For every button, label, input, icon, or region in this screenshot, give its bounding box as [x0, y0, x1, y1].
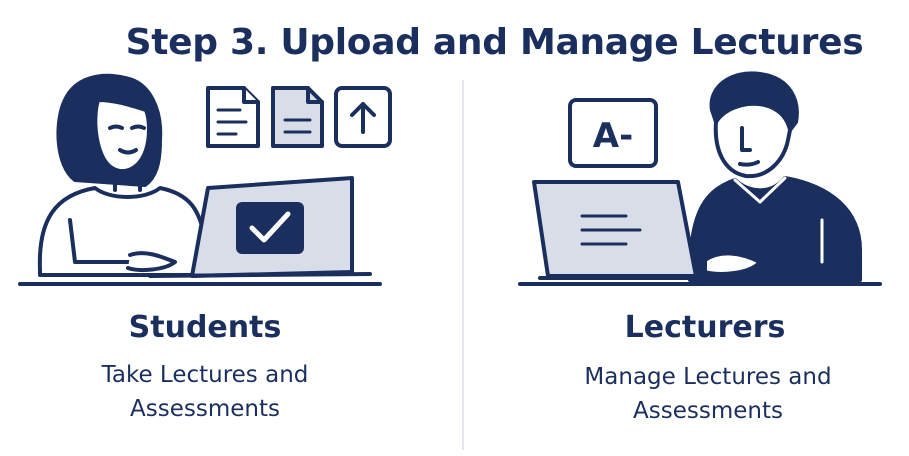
- student-illustration: [18, 73, 392, 286]
- document-icon: [206, 86, 260, 148]
- upload-icon: [334, 86, 392, 148]
- students-description: Take Lectures and Assessments: [101, 362, 309, 422]
- document-icon: [271, 86, 324, 148]
- students-heading: Students: [128, 310, 282, 345]
- checkmark-icon: [236, 202, 304, 254]
- lecturer-face: [713, 101, 792, 179]
- lecturers-heading: Lecturers: [624, 310, 786, 345]
- student-face: [93, 98, 151, 174]
- grade-card: [568, 98, 658, 168]
- student-body: [37, 186, 207, 277]
- lecturers-description: Manage Lectures and Assessments: [584, 364, 832, 424]
- grade-label: A-: [593, 116, 633, 156]
- lecturer-illustration: A-: [518, 71, 882, 286]
- center-divider: [462, 80, 464, 450]
- page-title: Step 3. Upload and Manage Lectures: [125, 22, 864, 63]
